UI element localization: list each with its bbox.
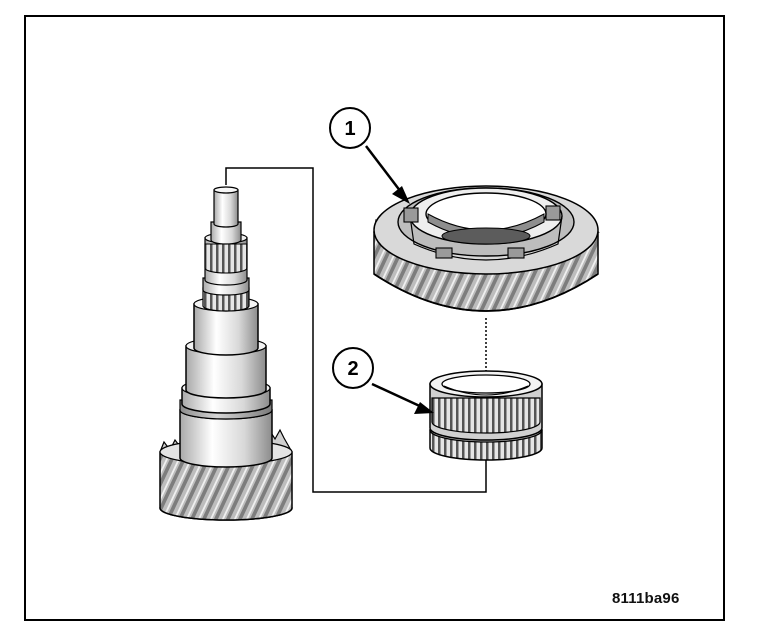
gear-part bbox=[373, 185, 600, 312]
needle-bearing-part bbox=[429, 370, 543, 461]
callout-2-label: 2 bbox=[347, 358, 358, 380]
figure-frame bbox=[24, 15, 725, 621]
callout-1: 1 bbox=[329, 107, 410, 204]
figure-reference-code: 8111ba96 bbox=[612, 590, 680, 607]
callout-1-label: 1 bbox=[344, 118, 355, 140]
callout-2: 2 bbox=[332, 347, 434, 414]
shaft-assembly bbox=[159, 186, 293, 521]
assembly-leader-line bbox=[225, 167, 487, 493]
